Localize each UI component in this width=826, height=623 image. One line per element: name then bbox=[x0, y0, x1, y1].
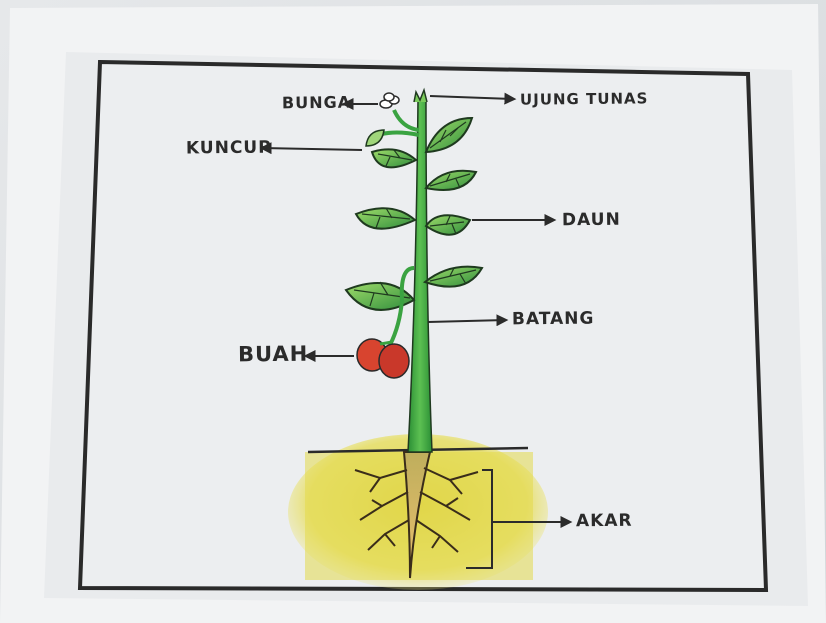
label-kuncup: KUNCUP bbox=[186, 138, 272, 159]
label-bunga: BUNGA bbox=[282, 93, 351, 113]
label-buah: BUAH bbox=[238, 342, 308, 367]
label-daun: DAUN bbox=[562, 210, 621, 231]
label-akar: AKAR bbox=[576, 511, 633, 532]
label-batang: BATANG bbox=[512, 309, 595, 330]
label-ujung-tunas: UJUNG TUNAS bbox=[520, 89, 649, 108]
fruit bbox=[379, 344, 409, 378]
